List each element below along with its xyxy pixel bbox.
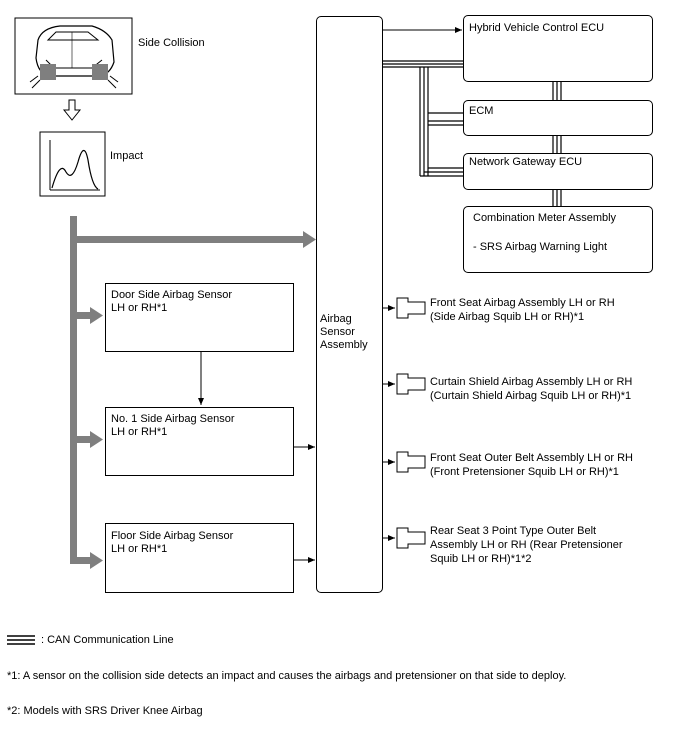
no1-sensor-line2: LH or RH*1: [111, 426, 168, 438]
can-legend-symbol: [7, 635, 35, 645]
no1-sensor-line1: No. 1 Side Airbag Sensor: [111, 413, 235, 425]
hollow-down-arrow-icon: [62, 99, 82, 121]
hybrid-ecu-label: Hybrid Vehicle Control ECU: [469, 22, 605, 34]
gateway-label: Network Gateway ECU: [469, 156, 583, 168]
impact-graph-image: [39, 131, 106, 197]
car-collision-image: [14, 17, 133, 95]
network-gateway-ecu-box: Network Gateway ECU: [463, 153, 653, 190]
airbag-sensor-assembly-box: Airbag Sensor Assembly: [316, 16, 383, 593]
floor-sensor-line2: LH or RH*1: [111, 543, 168, 555]
output-1-line2: (Side Airbag Squib LH or RH)*1: [430, 311, 585, 323]
can-legend-label: : CAN Communication Line: [41, 634, 174, 646]
output-2-line1: Curtain Shield Airbag Assembly LH or RH: [430, 376, 633, 388]
footnote-1: *1: A sensor on the collision side detec…: [7, 670, 567, 682]
assembly-line2: Sensor: [320, 326, 355, 338]
meter-warning-light-label: - SRS Airbag Warning Light: [473, 241, 608, 253]
output-3-line1: Front Seat Outer Belt Assembly LH or RH: [430, 452, 633, 464]
output-4-line3: Squib LH or RH)*1*2: [430, 553, 532, 565]
assembly-line1: Airbag: [320, 313, 352, 325]
door-sensor-line1: Door Side Airbag Sensor: [111, 289, 233, 301]
can-bus-lines: [383, 60, 562, 206]
output-3-line2: (Front Pretensioner Squib LH or RH)*1: [430, 466, 619, 478]
output-1-line1: Front Seat Airbag Assembly LH or RH: [430, 297, 615, 309]
footnote-2: *2: Models with SRS Driver Knee Airbag: [7, 705, 203, 717]
impact-signal-arrows: [70, 216, 316, 569]
output-4-line1: Rear Seat 3 Point Type Outer Belt: [430, 525, 597, 537]
door-side-airbag-sensor-box: Door Side Airbag Sensor LH or RH*1: [105, 283, 294, 352]
output-arrows: [383, 297, 426, 549]
combination-meter-assembly-box: Combination Meter Assembly - SRS Airbag …: [463, 206, 653, 273]
impact-label: Impact: [110, 150, 144, 162]
output-2-line2: (Curtain Shield Airbag Squib LH or RH)*1: [430, 390, 632, 402]
ecm-label: ECM: [469, 105, 494, 117]
assembly-line3: Assembly: [320, 339, 368, 351]
ecm-box: ECM: [463, 100, 653, 136]
floor-side-airbag-sensor-box: Floor Side Airbag Sensor LH or RH*1: [105, 523, 294, 593]
side-collision-label: Side Collision: [138, 37, 205, 49]
output-4-line2: Assembly LH or RH (Rear Pretensioner: [430, 539, 623, 551]
door-sensor-line2: LH or RH*1: [111, 302, 168, 314]
no1-side-airbag-sensor-box: No. 1 Side Airbag Sensor LH or RH*1: [105, 407, 294, 476]
meter-label: Combination Meter Assembly: [473, 212, 617, 224]
floor-sensor-line1: Floor Side Airbag Sensor: [111, 530, 234, 542]
hybrid-vehicle-control-ecu-box: Hybrid Vehicle Control ECU: [463, 15, 653, 82]
